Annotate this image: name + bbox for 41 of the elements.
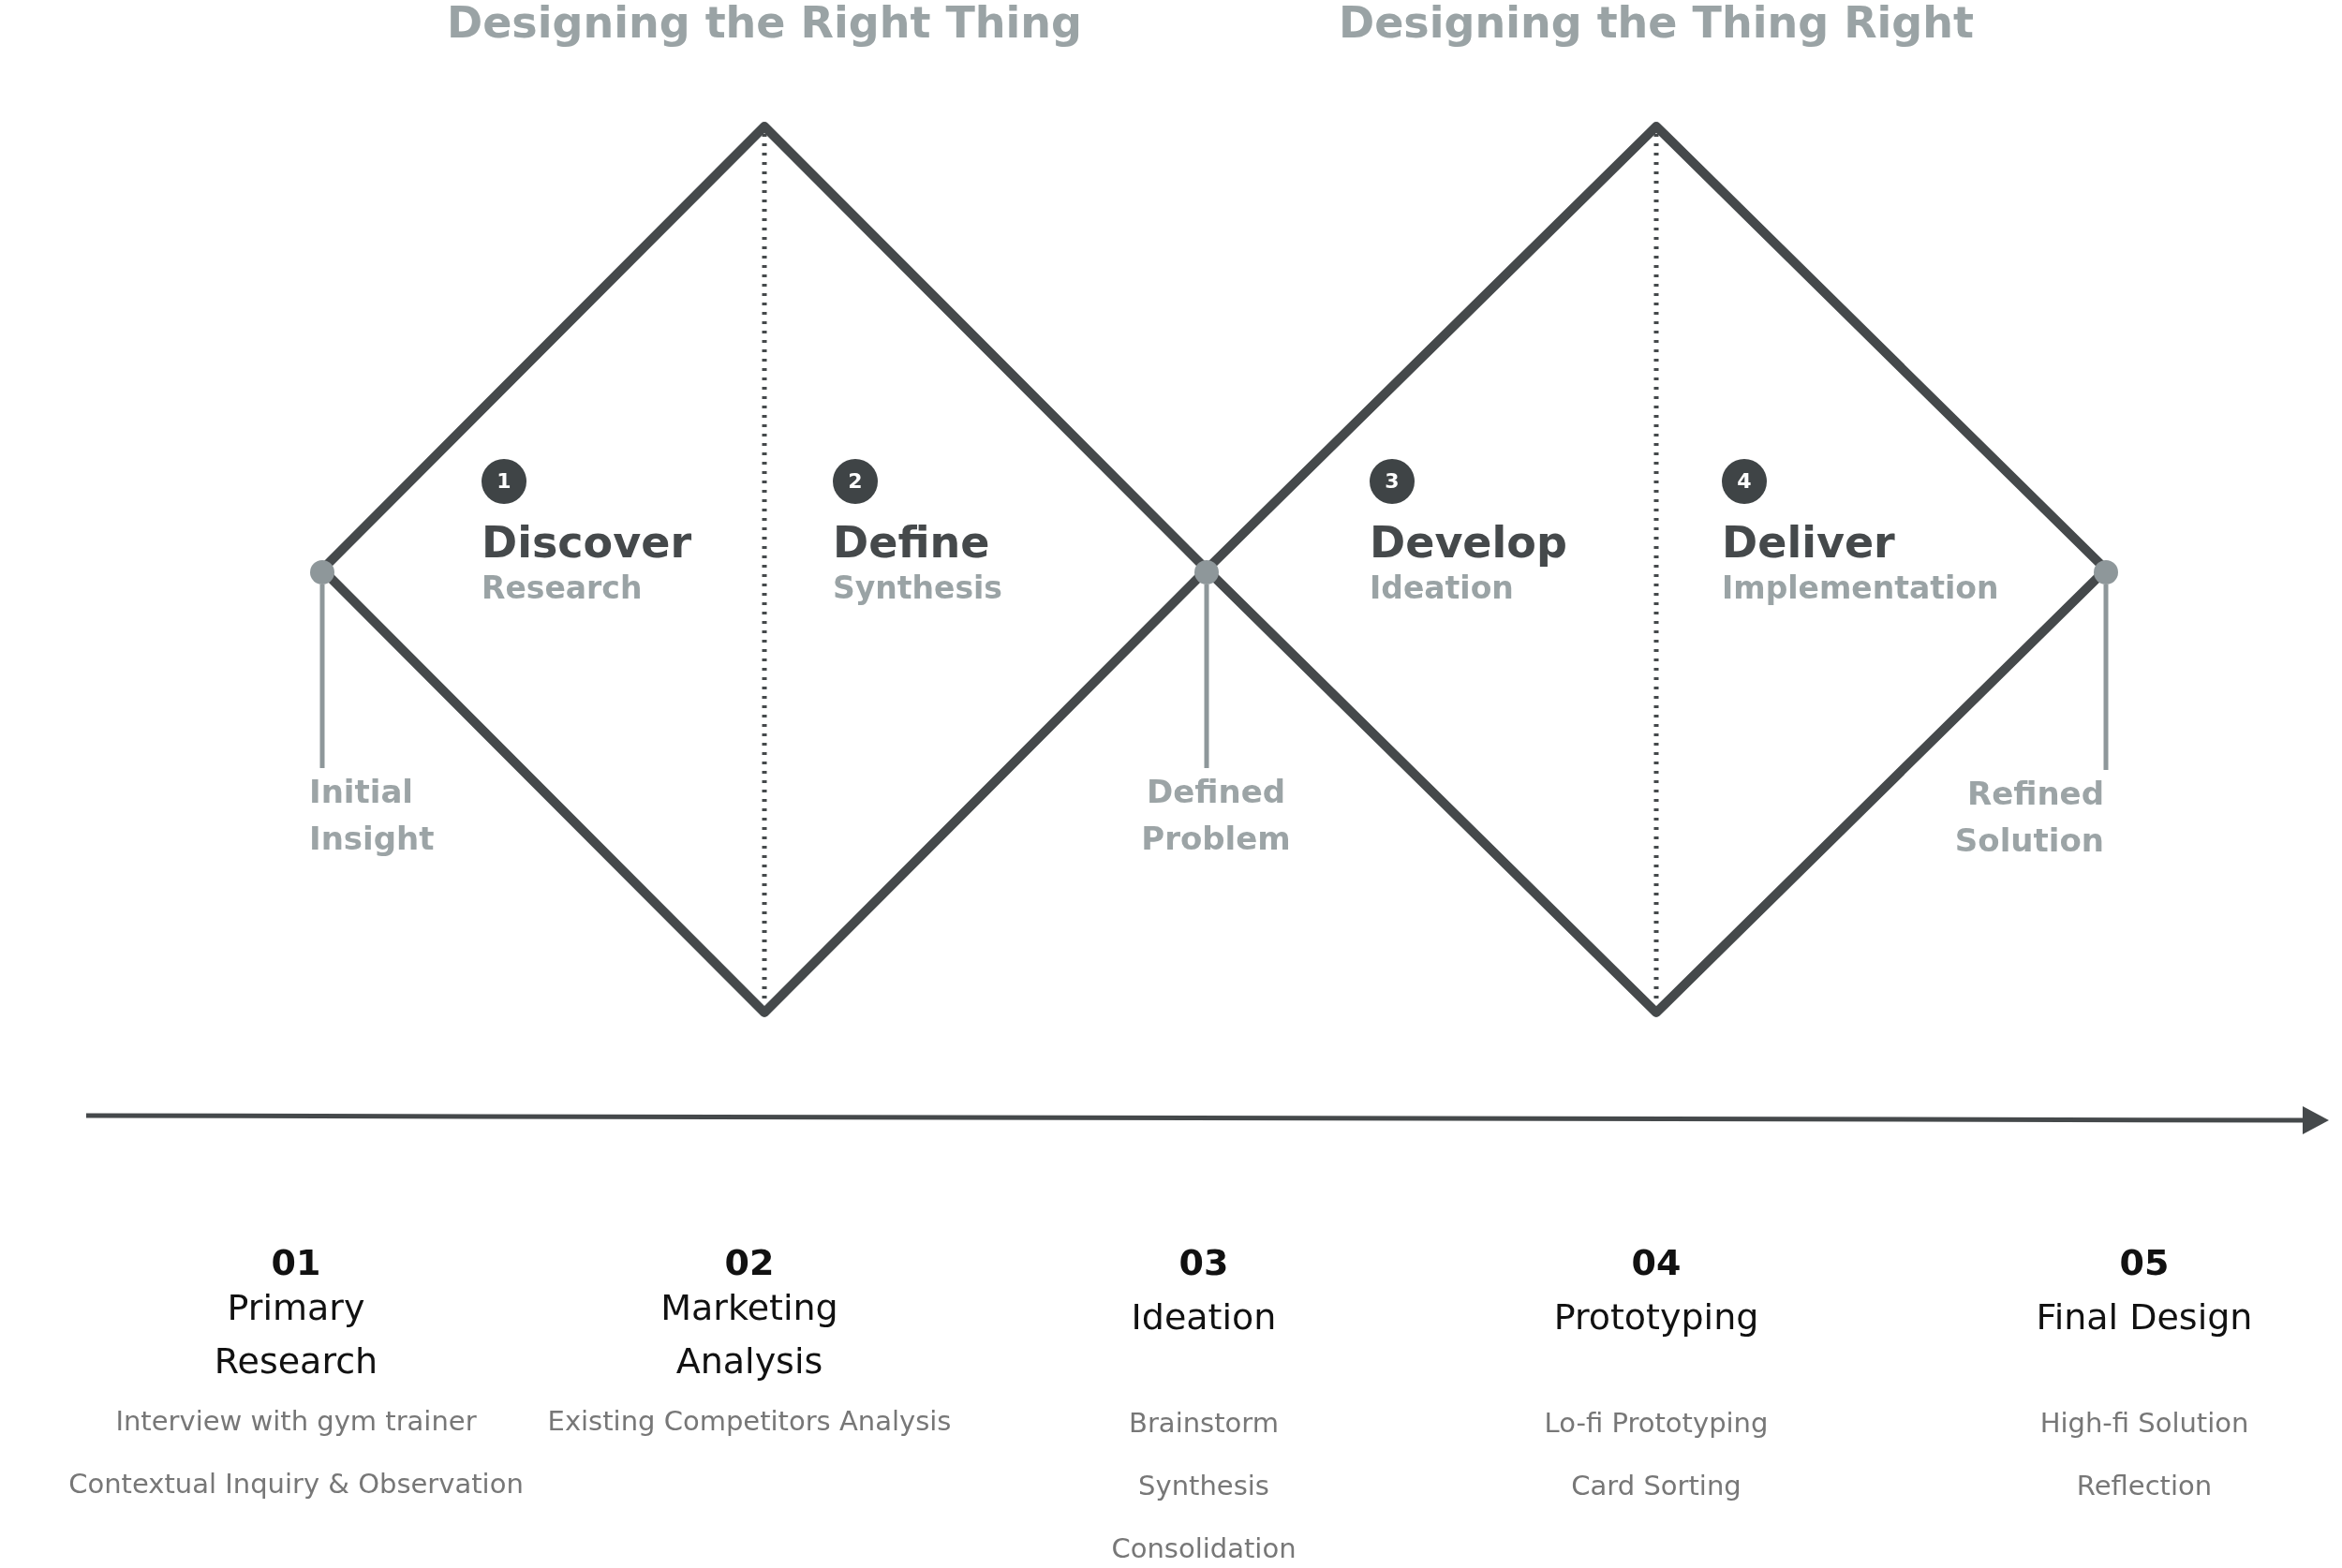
phase-title: Deliver: [1722, 517, 1896, 568]
stage-number: 01: [271, 1242, 321, 1283]
stage-number: 05: [2119, 1242, 2170, 1283]
step-number-badge: 2: [833, 459, 878, 504]
step-number-badge: 1: [482, 459, 526, 504]
activity-text: Interview with gym trainer: [115, 1405, 477, 1437]
activity-text: Brainstorm: [1129, 1407, 1279, 1439]
milestone-dot: [2094, 560, 2118, 584]
activity-text: Card Sorting: [1571, 1470, 1742, 1501]
step-number-badge: 3: [1370, 459, 1415, 504]
section-heading: Designing the Thing Right: [1338, 0, 1975, 48]
leader-line: [319, 584, 325, 768]
phase-subtitle: Synthesis: [833, 570, 1004, 606]
stage-number: 03: [1178, 1242, 1229, 1283]
stage-title: Final Design: [2036, 1295, 2253, 1339]
phase-subtitle: Ideation: [1370, 570, 1515, 606]
phase-title: Discover: [482, 517, 693, 568]
milestone-label: Refined Solution: [1917, 770, 2104, 864]
stage-number: 04: [1631, 1242, 1682, 1283]
milestone-label: Defined Problem: [1141, 768, 1291, 862]
phase-subtitle: Implementation: [1722, 570, 2000, 606]
section-heading: Designing the Right Thing: [446, 0, 1083, 48]
leader-line: [2103, 584, 2109, 770]
activity-text: Lo-fi Prototyping: [1544, 1407, 1769, 1439]
activity-text: Contextual Inquiry & Observation: [68, 1468, 524, 1500]
stage-title: Prototyping: [1553, 1295, 1759, 1339]
phase-subtitle: Research: [482, 570, 644, 606]
activity-text: Consolidation: [1111, 1532, 1297, 1564]
stage-title: Marketing Analysis: [660, 1286, 839, 1383]
milestone-dot: [310, 560, 334, 584]
activity-text: Reflection: [2076, 1470, 2213, 1501]
activity-text: Existing Competitors Analysis: [547, 1405, 952, 1437]
phase-title: Develop: [1370, 517, 1568, 568]
step-number-badge: 4: [1722, 459, 1767, 504]
stage-number: 02: [724, 1242, 775, 1283]
stage-title: Ideation: [1131, 1295, 1277, 1339]
activity-text: Synthesis: [1138, 1470, 1269, 1501]
activity-text: High-fi Solution: [2039, 1407, 2249, 1439]
milestone-label: Initial Insight: [309, 768, 497, 862]
stage-title: Primary Research: [213, 1286, 379, 1383]
phase-title: Define: [833, 517, 991, 568]
